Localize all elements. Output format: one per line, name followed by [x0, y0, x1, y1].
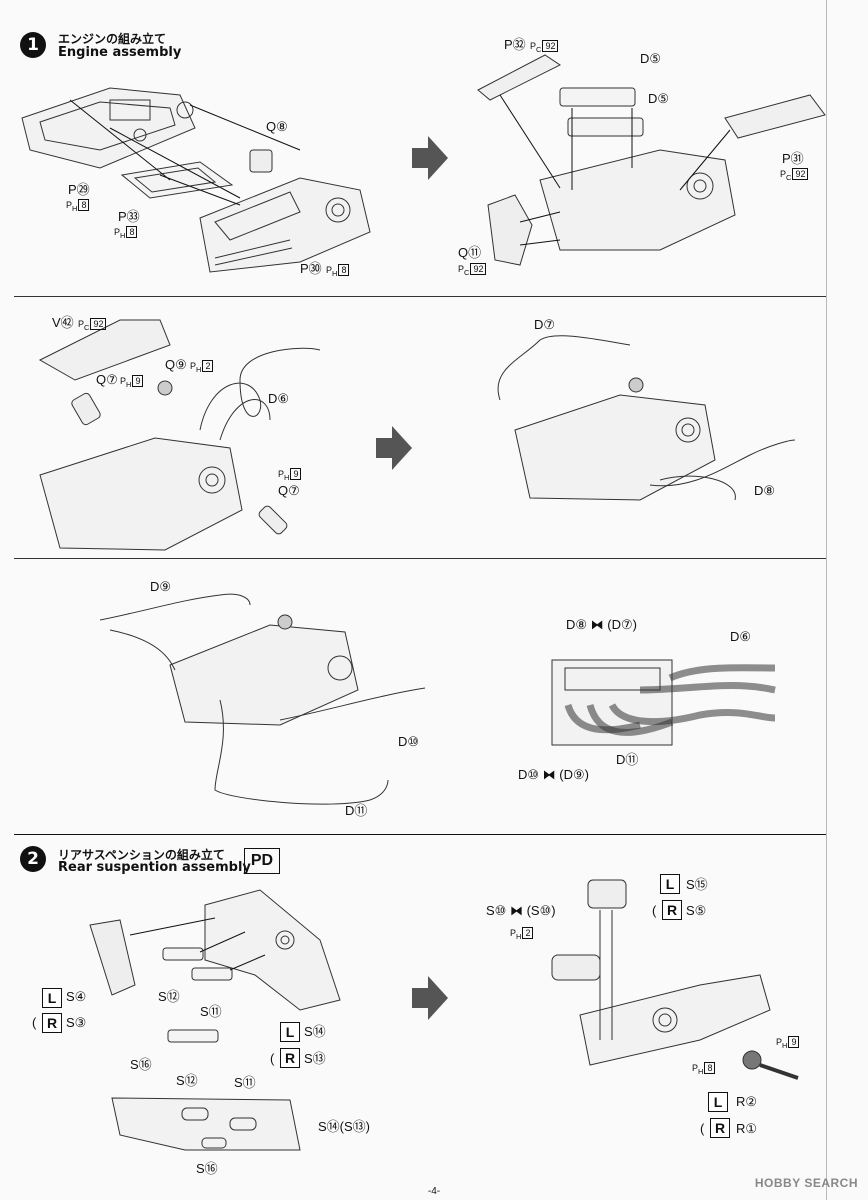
step-arrow-3 [412, 976, 448, 1020]
label-d8-d7: D⑧ ⧓ (D⑦) [566, 617, 637, 632]
label-r2: R② [736, 1094, 758, 1109]
paint-pd-mark: PD [244, 848, 280, 874]
engine-plate-part-p33 [120, 161, 234, 199]
watermark: HOBBY SEARCH [754, 1176, 858, 1190]
label-s15: S⑮ [686, 877, 708, 892]
label-v42: V㊷ [52, 315, 74, 330]
label-d8: D⑧ [754, 483, 776, 498]
label-p29: P㉙ [68, 182, 90, 197]
label-s3: S③ [66, 1015, 87, 1030]
right-mark-s3: R [42, 1013, 62, 1033]
label-s14-s13: S⑭(S⑬) [318, 1119, 371, 1134]
step1-title-en: Engine assembly [58, 45, 182, 60]
engine-v12-block [38, 319, 321, 551]
paren-open-s3: ( [32, 1015, 37, 1030]
label-p33: P㉝ [118, 209, 140, 224]
label-d6: D⑥ [268, 391, 290, 406]
step-number-2: 2 [20, 846, 46, 872]
label-s10: S⑩ ⧓ (S⑩) [486, 903, 556, 918]
label-s11: S⑪ [200, 1004, 222, 1019]
label-p30: P㉚ [300, 261, 322, 276]
label-d5-b: D⑤ [648, 91, 670, 106]
label-q8: Q⑧ [266, 119, 288, 134]
label-q7-a: Q⑦ [96, 372, 118, 387]
assembled-engine-1 [477, 54, 826, 266]
label-p31: P㉛ [782, 151, 804, 166]
label-d7: D⑦ [534, 317, 556, 332]
label-s16: S⑯ [130, 1057, 152, 1072]
label-d10-d9: D⑩ ⧓ (D⑨) [518, 767, 589, 782]
rear-suspension-housing [89, 889, 341, 1151]
assembled-engine-2 [497, 335, 796, 501]
paren-open-r1: ( [700, 1121, 705, 1136]
label-s11-detail: S⑪ [234, 1075, 256, 1090]
label-q9: Q⑨ [165, 357, 187, 372]
label-p32: P㉜ [504, 37, 526, 52]
step-arrow-1 [412, 136, 448, 180]
engine-block-part-p29 [21, 87, 196, 169]
label-q7-b: Q⑦ [278, 483, 300, 498]
paren-open-s5: ( [652, 903, 657, 918]
label-s5: S⑤ [686, 903, 707, 918]
right-mark-r1: R [710, 1118, 730, 1138]
left-mark-s15: L [660, 874, 680, 894]
label-d5-a: D⑤ [640, 51, 662, 66]
step-arrow-2 [376, 426, 412, 470]
label-s16-detail: S⑯ [196, 1161, 218, 1176]
engine-part-q8 [249, 149, 273, 173]
label-d11-side: D⑪ [616, 752, 639, 767]
step2-title-en: Rear suspention assembly [58, 860, 251, 875]
label-s4: S④ [66, 989, 87, 1004]
paren-open-s13: ( [270, 1051, 275, 1066]
left-mark-r2: L [708, 1092, 728, 1112]
step-number-1: 1 [20, 32, 46, 58]
label-d9: D⑨ [150, 579, 172, 594]
right-mark-s13: R [280, 1048, 300, 1068]
section-divider-1 [14, 296, 826, 297]
left-mark-s14: L [280, 1022, 300, 1042]
label-r1: R① [736, 1121, 758, 1136]
engine-block-part-p30 [199, 177, 371, 273]
step1-title-jp: エンジンの組み立て [58, 32, 167, 46]
label-s12: S⑫ [158, 989, 180, 1004]
label-d6-side: D⑥ [730, 629, 752, 644]
engine-exhaust-side-view [551, 659, 776, 746]
label-s13: S⑬ [304, 1051, 326, 1066]
left-mark-s4: L [42, 988, 62, 1008]
label-d10: D⑩ [398, 734, 420, 749]
page-edge-line [826, 0, 827, 1200]
section-divider-2 [14, 558, 826, 559]
right-mark-s5: R [662, 900, 682, 920]
step2-title-jp: リアサスペンションの組み立て [58, 848, 225, 862]
label-s12-detail: S⑫ [176, 1073, 198, 1088]
section-divider-3 [14, 834, 826, 835]
label-s14: S⑭ [304, 1024, 326, 1039]
assembled-engine-3 [99, 593, 426, 805]
rear-suspension-assembled [551, 879, 799, 1080]
page-number: -4- [427, 1186, 441, 1197]
label-q11: Q⑪ [458, 245, 482, 260]
label-d11: D⑪ [345, 803, 368, 818]
